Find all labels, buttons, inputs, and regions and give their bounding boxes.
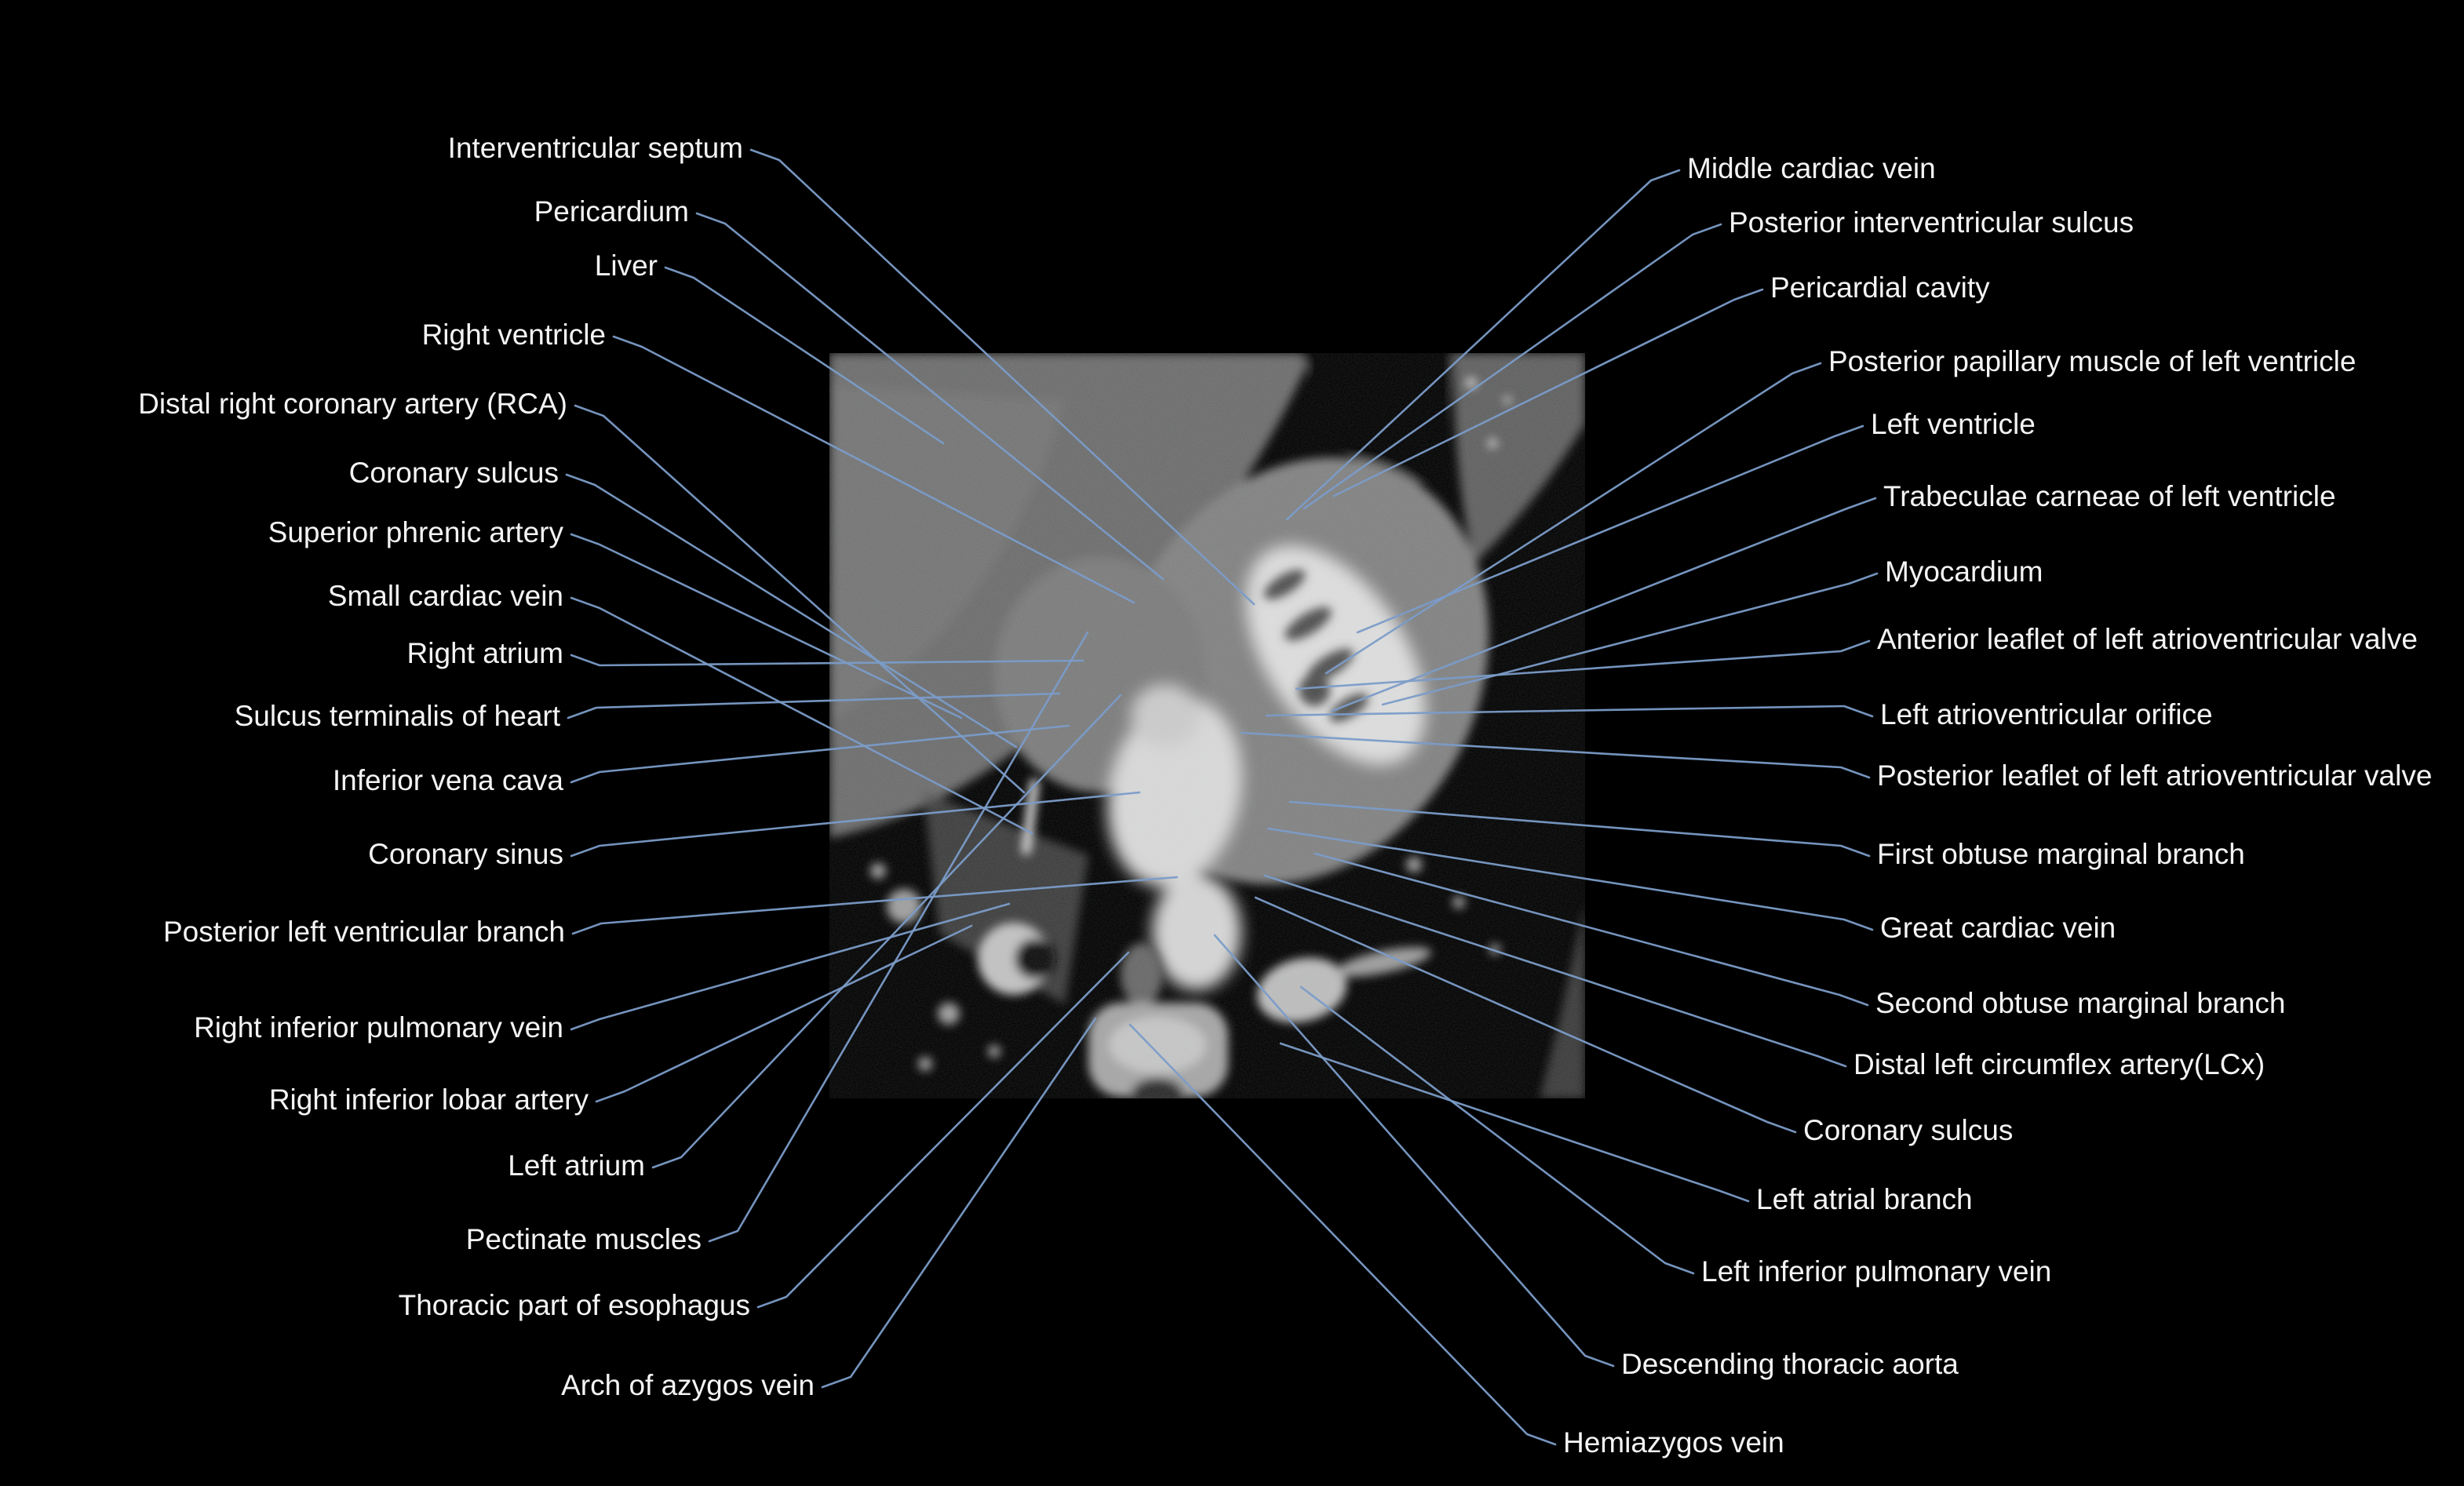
anatomy-label: Thoracic part of esophagus xyxy=(398,1289,750,1322)
anatomy-label: Sulcus terminalis of heart xyxy=(234,700,560,733)
anatomy-label: Coronary sinus xyxy=(368,838,563,871)
anatomy-label: Left atrioventricular orifice xyxy=(1880,698,2213,731)
anatomy-label: Left inferior pulmonary vein xyxy=(1701,1255,2052,1288)
anatomy-label: Interventricular septum xyxy=(447,132,743,165)
anatomy-label: First obtuse marginal branch xyxy=(1877,838,2245,871)
anatomy-label: Right atrium xyxy=(406,637,563,670)
anatomy-label: Distal right coronary artery (RCA) xyxy=(138,388,567,421)
anatomy-label: Coronary sulcus xyxy=(348,457,559,490)
anatomy-label: Trabeculae carneae of left ventricle xyxy=(1883,480,2336,513)
anatomy-label: Left atrium xyxy=(508,1149,645,1182)
anatomy-label: Middle cardiac vein xyxy=(1687,152,1936,185)
anatomy-label: Anterior leaflet of left atrioventricula… xyxy=(1877,623,2418,656)
anatomy-label: Distal left circumflex artery(LCx) xyxy=(1853,1048,2265,1081)
anatomy-label: Coronary sulcus xyxy=(1803,1114,2014,1147)
anatomy-label: Pericardium xyxy=(534,195,689,228)
anatomy-label: Hemiazygos vein xyxy=(1563,1426,1784,1459)
anatomy-label: Left ventricle xyxy=(1871,408,2036,441)
anatomy-label: Left atrial branch xyxy=(1756,1183,1973,1216)
anatomy-label: Pericardial cavity xyxy=(1770,271,1990,304)
anatomy-label: Myocardium xyxy=(1885,555,2043,588)
anatomy-label: Inferior vena cava xyxy=(332,764,563,797)
anatomy-label: Second obtuse marginal branch xyxy=(1875,987,2286,1020)
anatomy-label: Posterior papillary muscle of left ventr… xyxy=(1828,345,2356,378)
anatomy-label: Right inferior lobar artery xyxy=(268,1084,589,1116)
anatomy-label: Descending thoracic aorta xyxy=(1621,1348,1959,1381)
anatomy-label: Right inferior pulmonary vein xyxy=(194,1011,563,1044)
anatomy-label: Arch of azygos vein xyxy=(561,1369,815,1402)
ct-scan-image xyxy=(829,353,1585,1098)
anatomy-label: Posterior interventricular sulcus xyxy=(1729,206,2134,239)
anatomy-label: Liver xyxy=(594,249,658,282)
anatomy-label: Small cardiac vein xyxy=(327,580,563,613)
ct-art xyxy=(829,353,1585,1098)
anatomy-label: Great cardiac vein xyxy=(1880,912,2116,945)
anatomy-label: Pectinate muscles xyxy=(465,1223,702,1256)
anatomy-label: Superior phrenic artery xyxy=(268,516,563,549)
anatomy-label: Right ventricle xyxy=(421,319,606,351)
anatomy-label: Posterior left ventricular branch xyxy=(162,916,565,949)
anatomy-label: Posterior leaflet of left atrioventricul… xyxy=(1877,759,2433,792)
